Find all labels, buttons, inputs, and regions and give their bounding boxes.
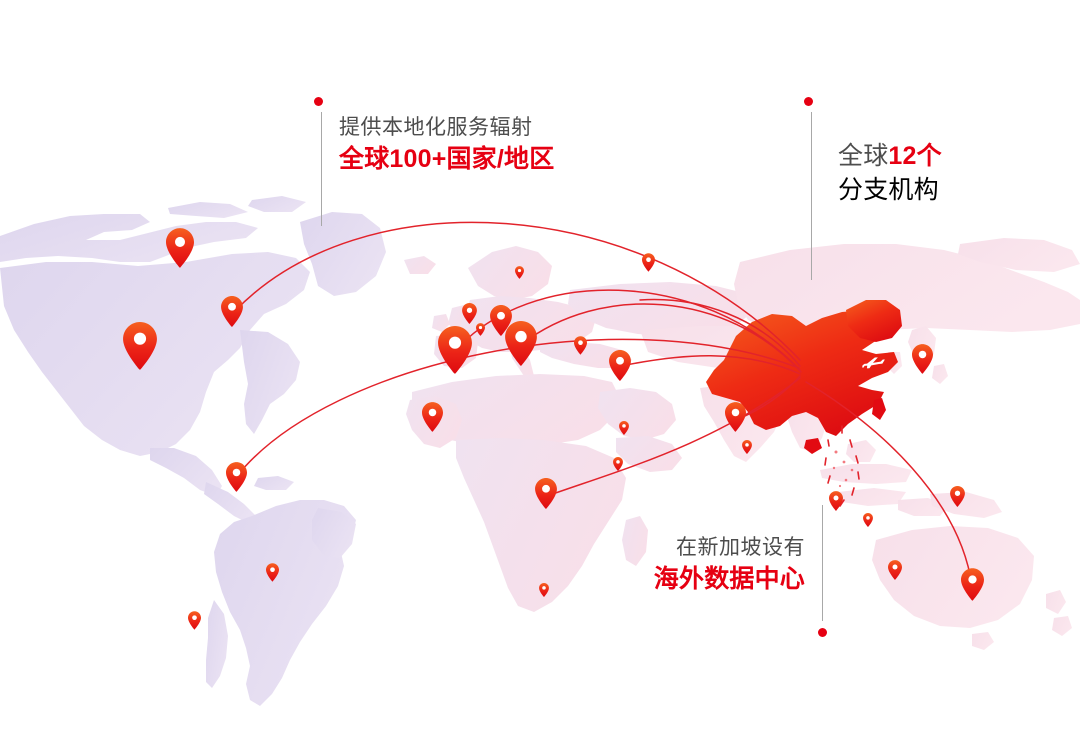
callout-leader-line: [321, 112, 322, 226]
map-pin-icon: [188, 611, 201, 630]
callout-highlight: 12个: [888, 142, 942, 170]
map-pin-icon: [912, 344, 933, 374]
callout-subtitle: 分支机构: [838, 175, 939, 204]
route-arcs: [233, 221, 973, 587]
south-china-sea-dashes: [824, 425, 860, 507]
landmass-americas: [0, 196, 386, 706]
callout-prefix: 全球: [838, 142, 889, 170]
map-pin-icon: [609, 350, 631, 381]
map-pin-icon: [642, 253, 655, 272]
callout-headline: 全球100+国家/地区: [339, 145, 555, 174]
callout-dot: [804, 97, 813, 106]
callout-dot: [818, 628, 827, 637]
map-pin-icon: [505, 321, 537, 366]
map-pin-icon: [863, 513, 873, 527]
callout-subtitle: 提供本地化服务辐射: [339, 116, 533, 139]
landmass-europe-africa: [404, 246, 752, 612]
map-pin-icon: [438, 326, 472, 374]
callout-leader-line: [811, 112, 812, 280]
callout-headline: 全球12个: [838, 140, 942, 174]
china-highlight: [706, 300, 902, 507]
map-pin-icon: [829, 491, 843, 511]
callout-dot: [314, 97, 323, 106]
callout-subtitle: 在新加坡设有: [676, 536, 805, 559]
callout-leader-line: [822, 505, 823, 621]
callout-headline: 海外数据中心: [653, 565, 805, 594]
map-pin-icon: [226, 462, 247, 492]
airplane-icon: [862, 357, 885, 369]
